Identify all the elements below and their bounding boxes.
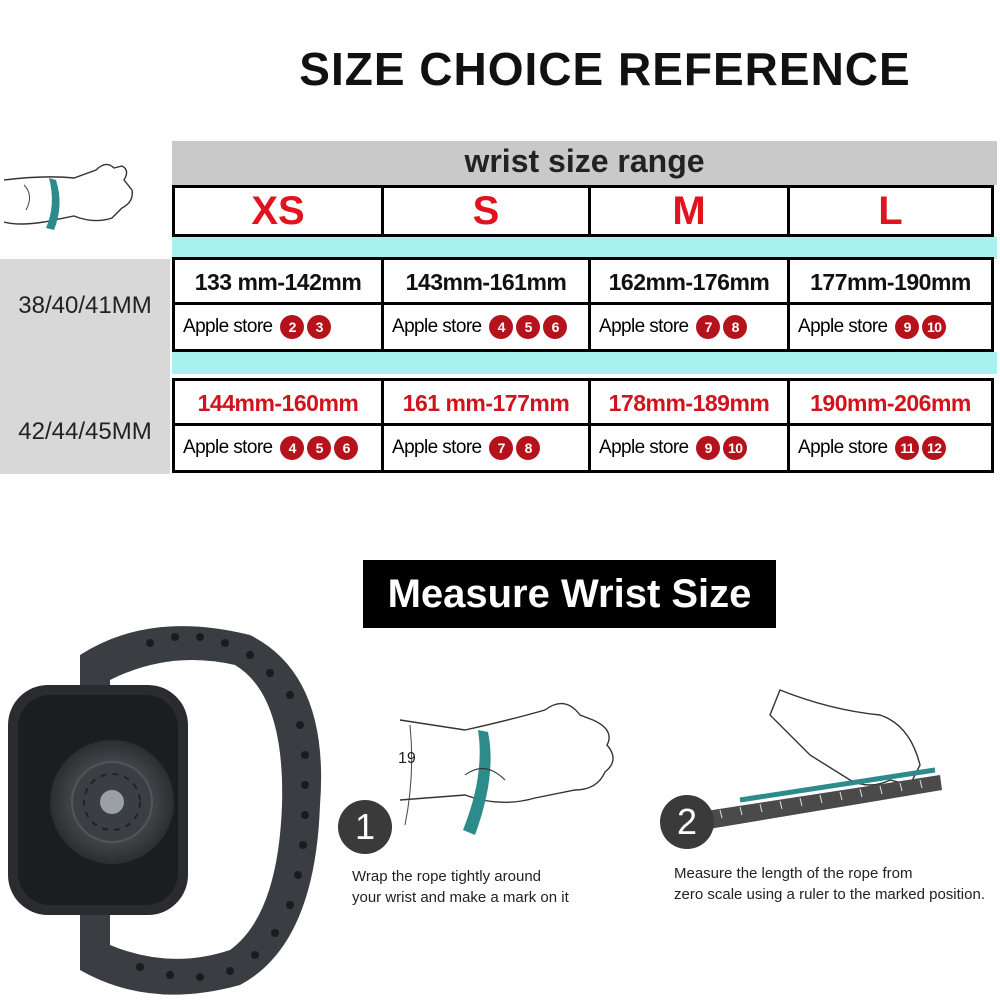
step-1-caption-line-1: Wrap the rope tightly around xyxy=(352,868,542,885)
step-2-caption: Measure the length of the rope from zero… xyxy=(674,863,985,905)
apple-store-label: Apple store xyxy=(392,316,482,337)
cyan-divider xyxy=(172,352,997,374)
page-title: SIZE CHOICE REFERENCE xyxy=(299,43,911,95)
apple-store-label: Apple store xyxy=(599,437,689,458)
size-s-header: S xyxy=(381,185,591,237)
step-2-caption-line-1: Measure the length of the rope from xyxy=(674,865,913,882)
row-label-background xyxy=(0,259,170,474)
step-2-number: 2 xyxy=(660,795,714,849)
store-number-badge: 9 xyxy=(696,435,721,460)
store-number-badge: 10 xyxy=(922,314,947,339)
apple-store-label: Apple store xyxy=(183,316,273,337)
store-number-badge: 3 xyxy=(307,314,332,339)
step-2-ruler-illustration xyxy=(680,689,942,833)
store-number-badge: 10 xyxy=(723,435,748,460)
store-number-badge: 6 xyxy=(543,314,568,339)
watch-illustration xyxy=(8,626,322,995)
store-number-badge: 11 xyxy=(895,435,920,460)
step-2-caption-line-2: zero scale using a ruler to the marked p… xyxy=(674,886,985,903)
step-1-number: 1 xyxy=(338,800,392,854)
apple-store-label: Apple store xyxy=(392,437,482,458)
step-1-wrap-illustration xyxy=(399,702,614,835)
step-1-marker-label: 19 xyxy=(398,750,416,767)
range-cell: 177mm-190mm xyxy=(787,257,994,305)
size-xs-header: XS xyxy=(172,185,384,237)
store-number-badge: 8 xyxy=(723,314,748,339)
step-1-caption-line-2: your wrist and make a mark on it xyxy=(352,889,569,906)
apple-store-label: Apple store xyxy=(599,316,689,337)
store-number-badge: 9 xyxy=(895,314,920,339)
store-number-badge: 6 xyxy=(334,435,359,460)
store-number-badge: 7 xyxy=(696,314,721,339)
store-number-badge: 4 xyxy=(489,314,514,339)
measure-wrist-size-title: Measure Wrist Size xyxy=(363,560,776,628)
store-number-badge: 8 xyxy=(516,435,541,460)
row-label-38-40-41: 38/40/41MM xyxy=(18,292,152,319)
row-label-42-44-45: 42/44/45MM xyxy=(18,418,152,445)
apple-store-label: Apple store xyxy=(798,437,888,458)
size-m-header: M xyxy=(588,185,790,237)
range-cell: 144mm-160mm xyxy=(172,378,384,426)
range-cell: 190mm-206mm xyxy=(787,378,994,426)
store-number-badge: 12 xyxy=(922,435,947,460)
apple-store-label: Apple store xyxy=(798,316,888,337)
wrist-size-range-header: wrist size range xyxy=(172,141,997,185)
store-number-badge: 4 xyxy=(280,435,305,460)
step-1-caption: Wrap the rope tightly around your wrist … xyxy=(352,866,569,908)
apple-store-label: Apple store xyxy=(183,437,273,458)
range-cell: 143mm-161mm xyxy=(381,257,591,305)
store-number-badge: 7 xyxy=(489,435,514,460)
size-l-header: L xyxy=(787,185,994,237)
range-cell: 161 mm-177mm xyxy=(381,378,591,426)
range-cell: 162mm-176mm xyxy=(588,257,790,305)
store-number-badge: 5 xyxy=(516,314,541,339)
range-cell: 178mm-189mm xyxy=(588,378,790,426)
cyan-divider xyxy=(172,237,997,259)
wrist-illustration xyxy=(4,163,133,230)
store-number-badge: 5 xyxy=(307,435,332,460)
range-cell: 133 mm-142mm xyxy=(172,257,384,305)
store-number-badge: 2 xyxy=(280,314,305,339)
